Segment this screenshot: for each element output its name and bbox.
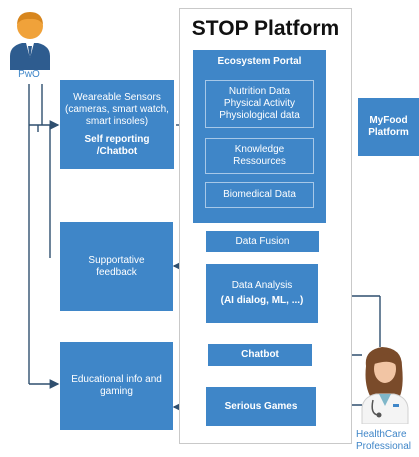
chatbot-label: Chatbot: [241, 349, 279, 360]
data-analysis-label: Data Analysis: [231, 280, 293, 291]
pwo-label: PwO: [18, 69, 40, 80]
physiological-data-label: Physiological data: [219, 110, 300, 121]
chatbot-box: Chatbot: [208, 344, 312, 366]
supportative-feedback-label: Supportative feedback: [88, 254, 145, 278]
supportative-feedback-box: Supportative feedback: [60, 222, 173, 311]
wearable-sensors-box: Weareable Sensors (cameras, smart watch,…: [60, 80, 174, 169]
serious-games-box: Serious Games: [206, 387, 316, 426]
ecosystem-portal: Ecosystem Portal Nutrition Data Physical…: [193, 50, 326, 223]
data-analysis-box: Data Analysis (AI dialog, ML, ...): [206, 264, 318, 323]
data-types-box: Nutrition Data Physical Activity Physiol…: [205, 80, 314, 128]
portal-title: Ecosystem Portal: [217, 56, 302, 67]
serious-games-label: Serious Games: [224, 400, 298, 412]
biomedical-data-box: Biomedical Data: [205, 182, 314, 208]
physical-activity-label: Physical Activity: [223, 98, 296, 109]
platform-title: STOP Platform: [191, 17, 340, 40]
data-fusion-label: Data Fusion: [235, 235, 290, 247]
data-analysis-detail: (AI dialog, ML, ...): [220, 295, 304, 306]
healthcare-professional-label: HealthCare Professional: [356, 429, 412, 452]
wearable-sensors-detail: (cameras, smart watch, smart insoles): [65, 103, 169, 127]
knowledge-resources-label: Knowledge Ressources: [233, 144, 286, 167]
educational-info-box: Educational info and gaming: [60, 342, 173, 430]
nutrition-data-label: Nutrition Data: [228, 86, 291, 97]
user-icon: [10, 12, 50, 70]
self-reporting-label: Self reporting /Chatbot: [84, 133, 150, 157]
myfood-platform-label: MyFood Platform: [368, 115, 409, 138]
educational-info-label: Educational info and gaming: [71, 374, 162, 397]
doctor-icon: [361, 347, 409, 424]
data-fusion-box: Data Fusion: [206, 231, 319, 252]
knowledge-resources-box: Knowledge Ressources: [205, 138, 314, 174]
wearable-sensors-title: Weareable Sensors: [73, 91, 161, 103]
myfood-platform-box: MyFood Platform: [358, 98, 419, 156]
biomedical-data-label: Biomedical Data: [223, 189, 296, 200]
